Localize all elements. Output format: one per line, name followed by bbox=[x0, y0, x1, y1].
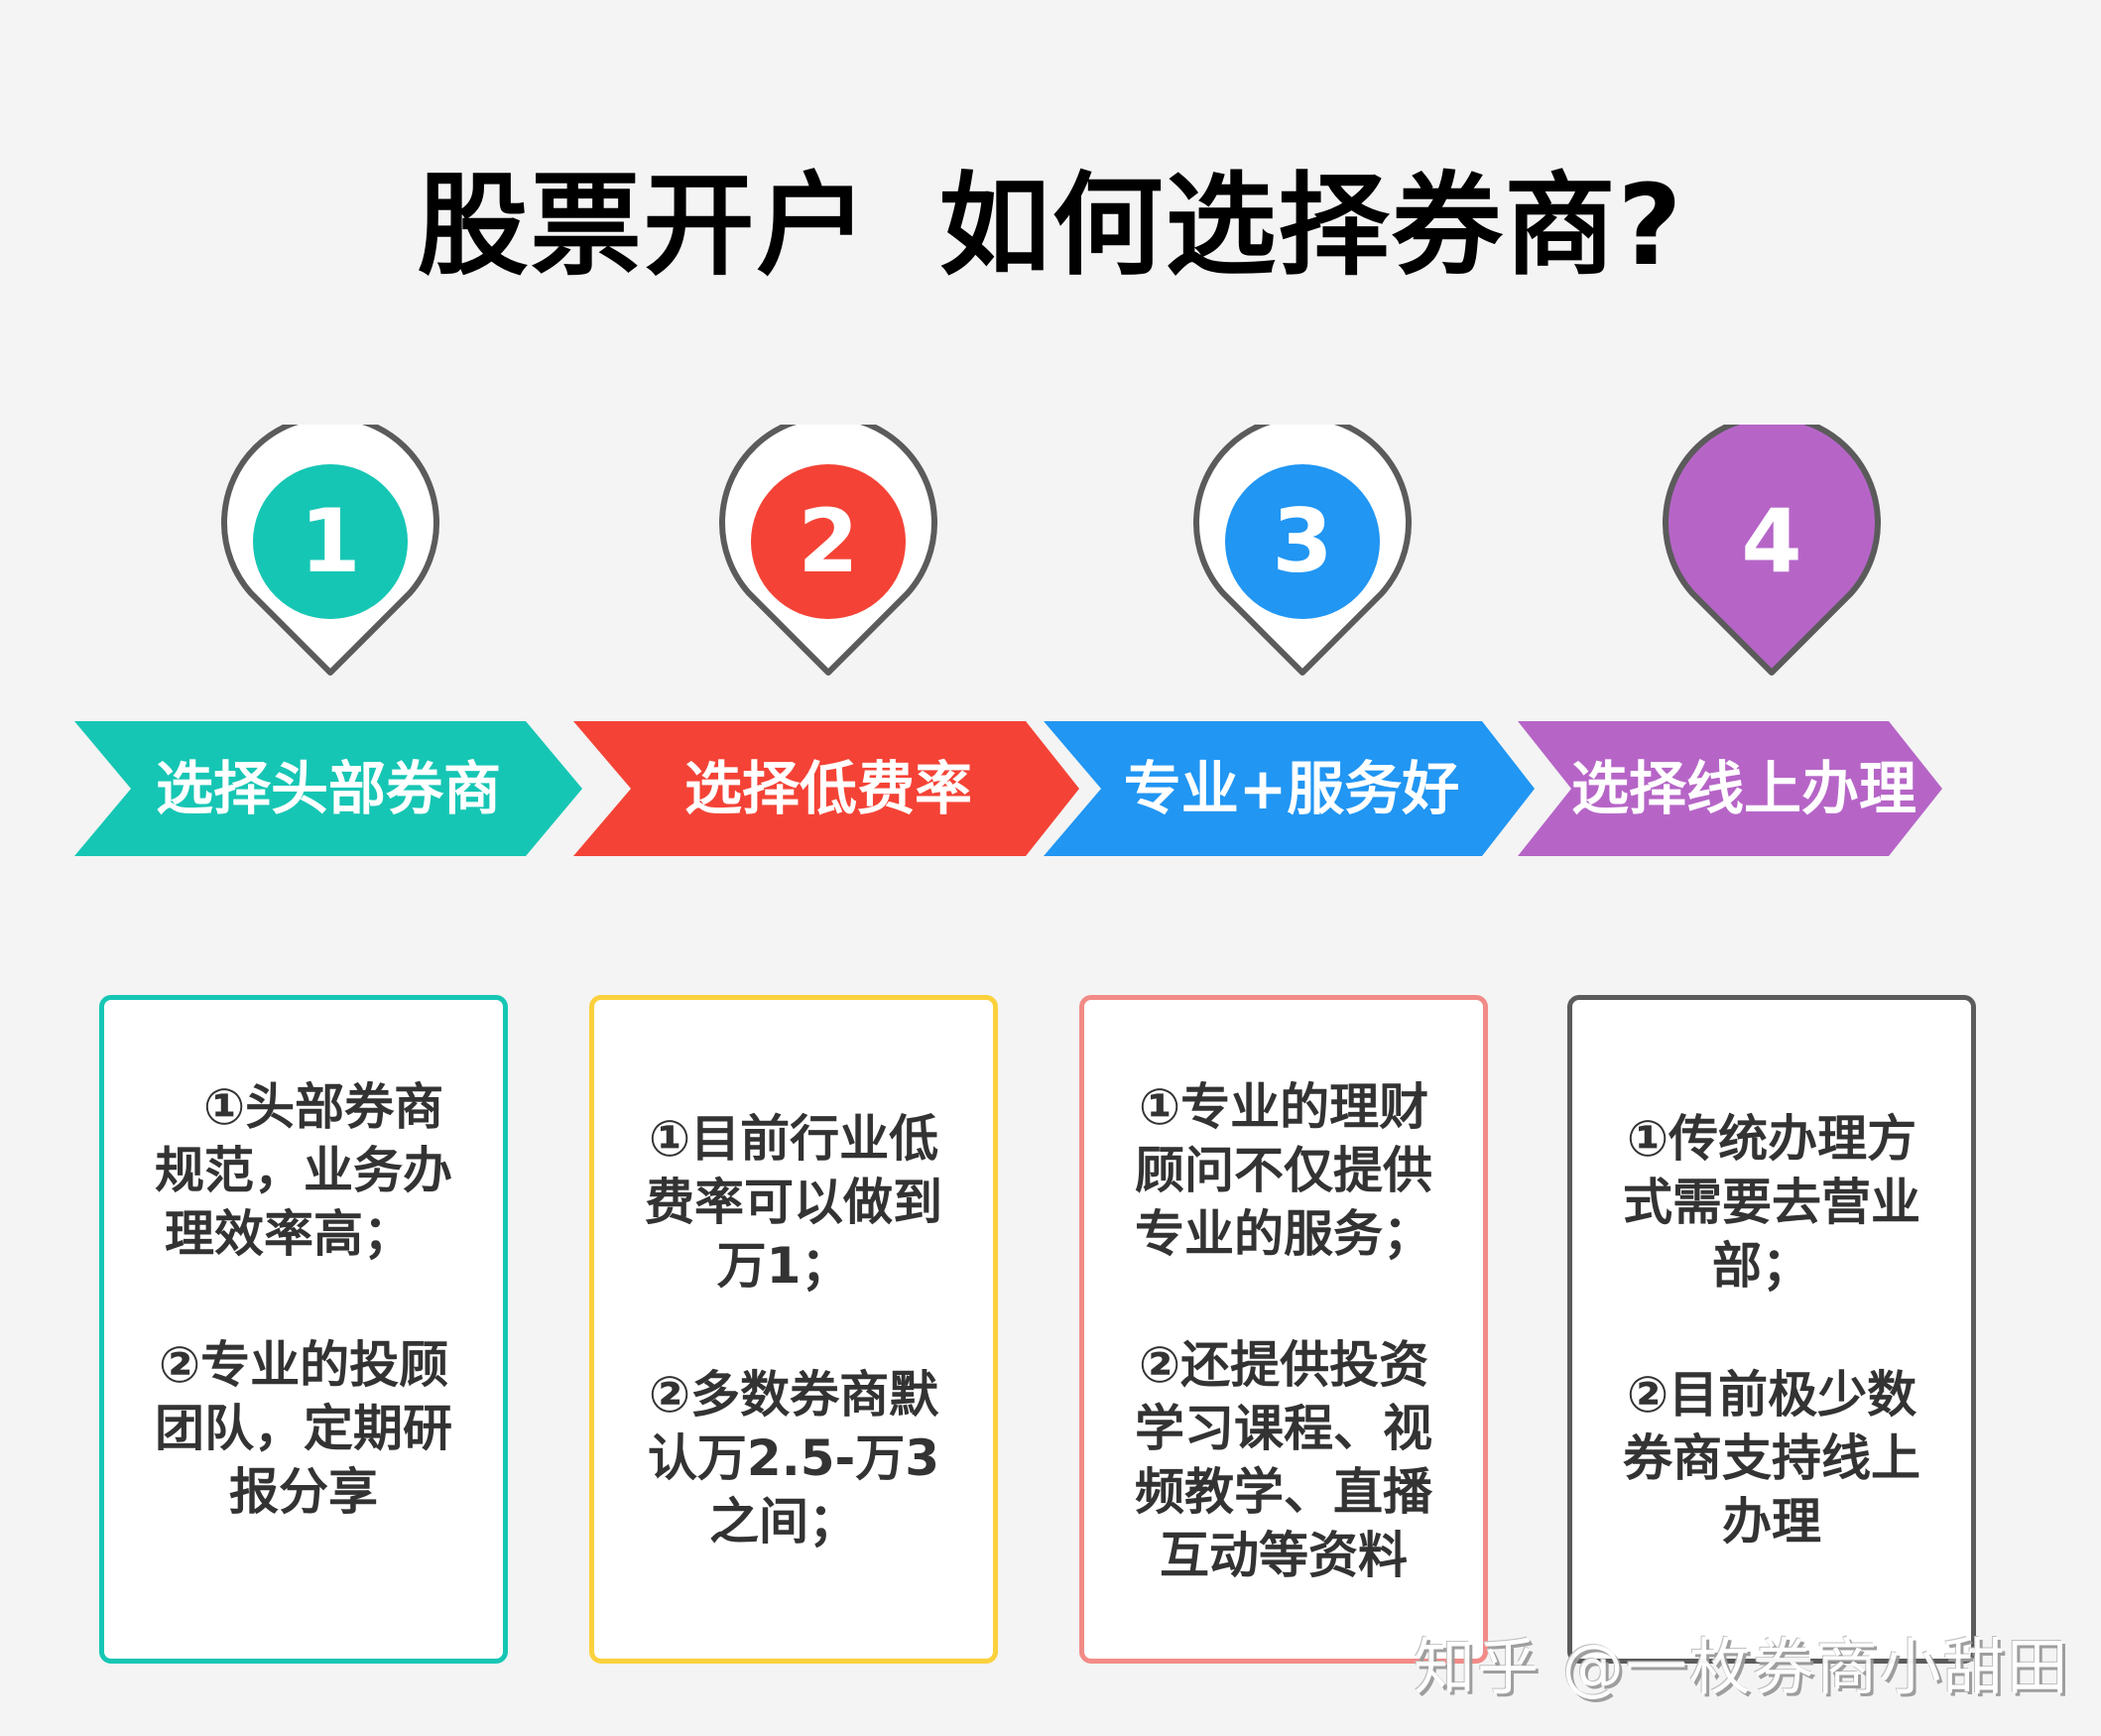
text-line: 顾问不仅提供 bbox=[1135, 1142, 1432, 1199]
text-line: ②还提供投资 bbox=[1138, 1336, 1429, 1394]
text-line: ②专业的投顾 bbox=[158, 1336, 449, 1394]
step-2-pin: 2 bbox=[719, 425, 937, 681]
title-part-1: 股票开户 bbox=[417, 162, 870, 291]
text-line: 认万2.5-万3 bbox=[647, 1429, 940, 1487]
text-line: 规范，业务办 bbox=[155, 1142, 452, 1199]
step-2-label: 选择低费率 bbox=[683, 755, 972, 822]
card-4-point-1: ①传统办理方 式需要去营业 部； bbox=[1602, 1107, 1941, 1298]
text-line: 专业的服务； bbox=[1135, 1205, 1432, 1263]
chevron-arrow-shape bbox=[573, 721, 1079, 856]
step-2-number: 2 bbox=[798, 490, 859, 592]
text-line: ②目前极少数 bbox=[1626, 1366, 1917, 1424]
text-line: ①头部券商 bbox=[202, 1078, 444, 1136]
watermark: 知乎 @一枚券商小甜田 bbox=[1414, 1631, 2070, 1703]
card-2-point-2: ②多数券商默 认万2.5-万3 之间； bbox=[624, 1363, 963, 1553]
text-line: 理效率高； bbox=[165, 1205, 413, 1263]
text-line: ②多数券商默 bbox=[648, 1366, 939, 1424]
text-line: 式需要去营业 bbox=[1623, 1174, 1920, 1231]
page-title: 股票开户如何选择券商? bbox=[0, 157, 2101, 296]
step-4-arrow: 选择线上办理 bbox=[1518, 721, 1944, 856]
map-pin-icon bbox=[1663, 425, 1881, 676]
text-line: 学习课程、视 bbox=[1135, 1400, 1432, 1457]
text-line: 费率可以做到 bbox=[645, 1174, 942, 1231]
text-line: 券商支持线上 bbox=[1623, 1429, 1920, 1487]
step-1-arrow: 选择头部券商 bbox=[74, 721, 585, 856]
text-line: 部； bbox=[1712, 1237, 1811, 1295]
step-2-card: ①目前行业低 费率可以做到 万1； ②多数券商默 认万2.5-万3 之间； bbox=[589, 995, 998, 1664]
text-line: 互动等资料 bbox=[1160, 1527, 1408, 1584]
title-part-2: 如何选择券商? bbox=[938, 162, 1684, 291]
card-1-point-1: ①头部券商 规范，业务办 理效率高； bbox=[134, 1075, 473, 1266]
step-3-number: 3 bbox=[1272, 490, 1333, 592]
map-pin-icon bbox=[1193, 425, 1412, 676]
step-4-number: 4 bbox=[1741, 490, 1802, 592]
step-4-pin: 4 bbox=[1663, 425, 1881, 681]
step-1-label: 选择头部券商 bbox=[155, 755, 501, 822]
map-pin-icon bbox=[719, 425, 937, 676]
card-3-point-1: ①专业的理财 顾问不仅提供 专业的服务； bbox=[1114, 1075, 1453, 1266]
card-2-point-1: ①目前行业低 费率可以做到 万1； bbox=[624, 1107, 963, 1298]
chevron-arrow-shape bbox=[1044, 721, 1535, 856]
step-1-card: ①头部券商 规范，业务办 理效率高； ②专业的投顾 团队，定期研 报分享 bbox=[99, 995, 508, 1664]
text-line: ①目前行业低 bbox=[648, 1110, 939, 1168]
step-3-card: ①专业的理财 顾问不仅提供 专业的服务； ②还提供投资 学习课程、视 频教学、直… bbox=[1079, 995, 1488, 1664]
step-3-pin: 3 bbox=[1193, 425, 1412, 681]
step-4-label: 选择线上办理 bbox=[1571, 755, 1917, 822]
text-line: 之间； bbox=[709, 1493, 858, 1550]
text-line: 办理 bbox=[1722, 1493, 1821, 1550]
step-4-card: ①传统办理方 式需要去营业 部； ②目前极少数 券商支持线上 办理 bbox=[1567, 995, 1976, 1664]
step-1-pin: 1 bbox=[221, 425, 439, 681]
text-line: ①传统办理方 bbox=[1626, 1110, 1917, 1168]
step-2-arrow: 选择低费率 bbox=[573, 721, 1084, 856]
card-3-point-2: ②还提供投资 学习课程、视 频教学、直播 互动等资料 bbox=[1114, 1333, 1453, 1587]
card-1-point-2: ②专业的投顾 团队，定期研 报分享 bbox=[134, 1333, 473, 1524]
text-line: 报分享 bbox=[229, 1463, 378, 1521]
text-line: ①专业的理财 bbox=[1138, 1078, 1429, 1136]
text-line: 频教学、直播 bbox=[1135, 1463, 1432, 1521]
text-line: 团队，定期研 bbox=[155, 1400, 452, 1457]
card-4-point-2: ②目前极少数 券商支持线上 办理 bbox=[1602, 1363, 1941, 1553]
chevron-arrow-shape bbox=[1518, 721, 1942, 856]
step-3-label: 专业+服务好 bbox=[1123, 755, 1460, 822]
text-line: 万1； bbox=[716, 1237, 851, 1295]
chevron-arrow-shape bbox=[74, 721, 582, 856]
step-3-arrow: 专业+服务好 bbox=[1044, 721, 1554, 856]
step-1-number: 1 bbox=[300, 490, 361, 592]
map-pin-icon bbox=[221, 425, 439, 676]
